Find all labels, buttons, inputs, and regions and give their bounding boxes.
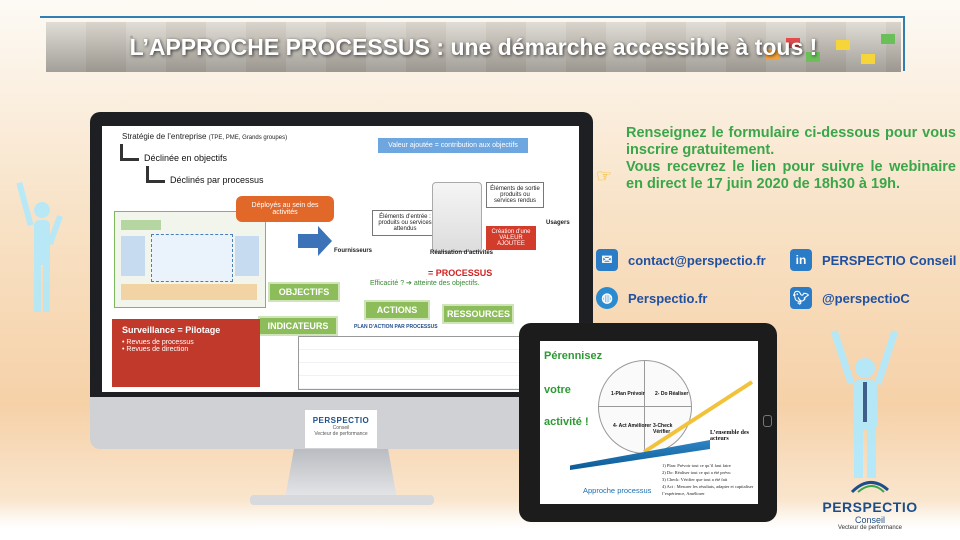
elements-entree-box: Éléments d’entrée : produits ou services… bbox=[372, 210, 438, 236]
email-link[interactable]: contact@perspectio.fr bbox=[628, 252, 766, 268]
monitor-neck bbox=[285, 449, 397, 499]
tablet-word-votre: votre bbox=[544, 384, 571, 396]
tablet-word-activite: activité ! bbox=[544, 416, 589, 428]
bottom-fade bbox=[0, 500, 960, 540]
fournisseurs-label: Fournisseurs bbox=[334, 248, 373, 254]
linkedin-icon: in bbox=[790, 249, 812, 271]
brand-tagline: Vecteur de performance bbox=[837, 525, 903, 531]
big-blue-arrow-icon bbox=[298, 226, 332, 256]
monitor-foot bbox=[250, 495, 434, 505]
deployes-box: Déployés au sein des activités bbox=[236, 196, 334, 222]
header-banner: L’APPROCHE PROCESSUS : une démarche acce… bbox=[46, 22, 901, 72]
efficacite-label: Efficacité ? ➔ atteinte des objectifs. bbox=[370, 280, 480, 287]
top-accent-line bbox=[40, 16, 905, 18]
brand-logo: PERSPECTIO Conseil Vecteur de performanc… bbox=[815, 480, 925, 531]
info-line-2: Vous recevrez le lien pour suivre le web… bbox=[626, 159, 956, 192]
monitor-screen: Stratégie de l’entreprise (TPE, PME, Gra… bbox=[102, 126, 579, 392]
postit-decoration bbox=[806, 52, 820, 62]
realisation-label: Réalisation d’activités bbox=[430, 250, 494, 256]
globe-icon: ◍ bbox=[596, 287, 618, 309]
website-contact[interactable]: ◍ Perspectio.fr bbox=[596, 287, 707, 309]
linkedin-contact[interactable]: in PERSPECTIO Conseil bbox=[790, 249, 956, 271]
tablet-home-button bbox=[763, 415, 772, 427]
brand-name: PERSPECTIO bbox=[822, 499, 918, 515]
postit-decoration bbox=[881, 34, 895, 44]
twitter-icon: 🐦︎ bbox=[790, 287, 812, 309]
pdca-act: 4- Act Améliorer bbox=[613, 423, 652, 429]
website-link[interactable]: Perspectio.fr bbox=[628, 290, 708, 306]
strategy-title: Stratégie de l’entreprise (TPE, PME, Gra… bbox=[122, 132, 288, 141]
ressources-box: RESSOURCES bbox=[442, 304, 514, 324]
lever-bar-icon bbox=[642, 380, 754, 454]
monitor-logo-sub: Conseil bbox=[332, 425, 350, 431]
top-accent-line-vertical bbox=[903, 16, 905, 71]
objectifs-box: OBJECTIFS bbox=[268, 282, 340, 302]
postit-decoration bbox=[861, 54, 875, 64]
postit-decoration bbox=[786, 38, 800, 48]
surveillance-title: Surveillance = Pilotage bbox=[122, 325, 221, 335]
brand-swoosh-icon bbox=[850, 481, 889, 494]
pdca-plan: 1-Plan Prévoir bbox=[611, 391, 645, 397]
process-map-diagram bbox=[114, 211, 266, 308]
postit-decoration bbox=[836, 40, 850, 50]
monitor-logo-name: PERSPECTIO bbox=[312, 416, 370, 425]
linkedin-link[interactable]: PERSPECTIO Conseil bbox=[822, 252, 957, 268]
monitor-logo: PERSPECTIO Conseil Vecteur de performanc… bbox=[305, 410, 377, 448]
pdca-check: 3-Check Vérifier bbox=[653, 423, 673, 435]
declinee-objectifs-label: Déclinée en objectifs bbox=[144, 153, 228, 163]
postit-decoration bbox=[766, 50, 780, 60]
plan-action-label: PLAN D’ACTION PAR PROCESSUS bbox=[354, 324, 438, 330]
pdca-wheel: 1-Plan Prévoir 2- Do Réaliser 4- Act Amé… bbox=[598, 360, 692, 454]
approche-processus-label: Approche processus bbox=[583, 486, 652, 495]
celebrating-person-right-icon bbox=[830, 330, 899, 478]
info-line-1: Renseignez le formulaire ci-dessous pour… bbox=[626, 125, 956, 158]
declines-processus-label: Déclinés par processus bbox=[170, 175, 264, 185]
twitter-link[interactable]: @perspectioC bbox=[822, 290, 910, 306]
revues-processus-item: • Revues de processus bbox=[122, 339, 194, 346]
revues-direction-item: • Revues de direction bbox=[122, 346, 189, 353]
arrow-icon bbox=[146, 166, 165, 183]
brand-sub: Conseil bbox=[854, 515, 885, 525]
envelope-icon: ✉ bbox=[596, 249, 618, 271]
processus-label: = PROCESSUS bbox=[428, 268, 493, 278]
arrow-icon bbox=[120, 144, 139, 161]
creation-valeur-box: Création d’une VALEUR AJOUTEE bbox=[486, 226, 536, 250]
usagers-label: Usagers bbox=[546, 220, 570, 226]
pointing-hand-icon: ☞ bbox=[596, 166, 613, 186]
pdca-do: 2- Do Réaliser bbox=[655, 391, 689, 397]
email-contact[interactable]: ✉ contact@perspectio.fr bbox=[596, 249, 766, 271]
monitor-logo-tagline: Vecteur de performance bbox=[314, 431, 368, 437]
page-title: L’APPROCHE PROCESSUS : une démarche acce… bbox=[129, 33, 818, 60]
indicateurs-box: INDICATEURS bbox=[258, 316, 338, 336]
surveillance-box: Surveillance = Pilotage • Revues de proc… bbox=[112, 319, 260, 387]
tablet-word-perennisez: Pérennisez bbox=[544, 350, 603, 362]
celebrating-person-left-icon bbox=[16, 181, 63, 312]
banner-background-notes bbox=[46, 22, 901, 72]
valeur-ajoutee-box: Valeur ajoutée = contribution aux object… bbox=[378, 138, 528, 153]
realisation-icon bbox=[432, 182, 482, 252]
twitter-contact[interactable]: 🐦︎ @perspectioC bbox=[790, 287, 910, 309]
ensemble-label: L’ensemble des acteurs bbox=[710, 430, 749, 442]
actions-box: ACTIONS bbox=[364, 300, 430, 320]
info-text: Renseignez le formulaire ci-dessous pour… bbox=[626, 125, 956, 193]
elements-sortie-box: Éléments de sortie produits ou services … bbox=[486, 182, 544, 208]
pdca-legend: 1) Plan: Prévoir tout ce qu’il faut fair… bbox=[662, 463, 754, 496]
